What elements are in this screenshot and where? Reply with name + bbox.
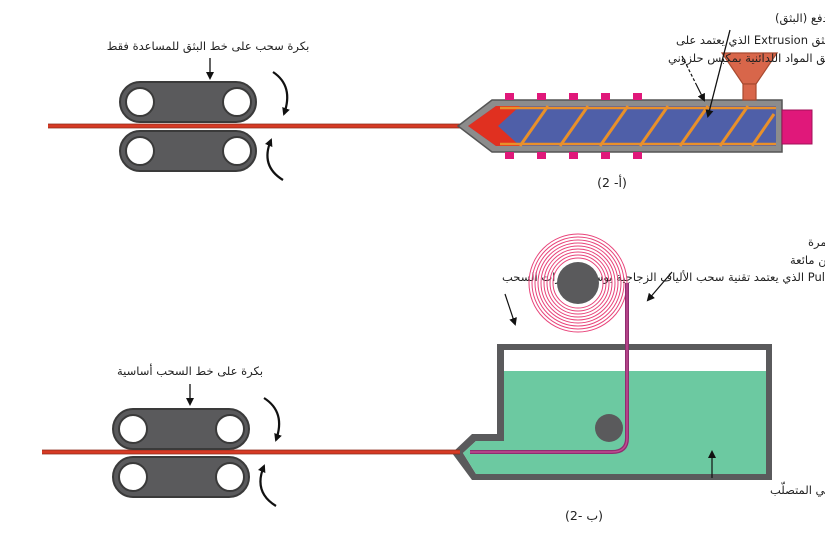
extruder xyxy=(456,52,813,159)
bottom-rotation-arrow-lower xyxy=(257,464,277,507)
bottom-caption: (2- ب) xyxy=(565,508,603,523)
tank-label: لدائن مائعة من البولي إستر أو الإيبوكسي … xyxy=(770,481,825,498)
resin-tank xyxy=(452,344,772,480)
fiber-spool xyxy=(528,233,628,333)
pultrusion-section: 2. مبدأ السحب Pultrusion الذي يعتمد تقني… xyxy=(42,233,825,523)
bottom-roller-label: بكرة على خط السحب أساسية xyxy=(117,363,263,379)
top-rotation-arrow-upper xyxy=(272,71,290,116)
bottom-rotation-arrow-upper xyxy=(263,397,282,442)
top-roller-label: بكرة سحب على خط البثق للمساعدة فقط xyxy=(107,39,310,54)
extrusion-label-line2: بثق المواد اللدائنية بمكبس حلزوني xyxy=(668,51,825,66)
spool-label-line2: للتغطيس في لدائن مائعة xyxy=(790,253,825,268)
screw-label: حلزون الدفع (البثق) xyxy=(775,11,825,26)
top-puller-rollers xyxy=(119,81,257,172)
top-rotation-arrow-lower xyxy=(264,138,284,181)
top-caption: (2 -أ) xyxy=(597,174,627,190)
extrusion-label-line1: 1. مبدأ البثق Extrusion الذي يعتمد على xyxy=(676,32,825,48)
bottom-puller-rollers xyxy=(112,408,250,498)
extrusion-section: بكرة سحب على خط البثق للمساعدة فقط xyxy=(48,11,825,190)
spool-core xyxy=(557,262,599,304)
spool-label-line1: بكرة ألياف زجاجية مستمرة xyxy=(808,234,825,250)
guide-roller xyxy=(595,414,623,442)
